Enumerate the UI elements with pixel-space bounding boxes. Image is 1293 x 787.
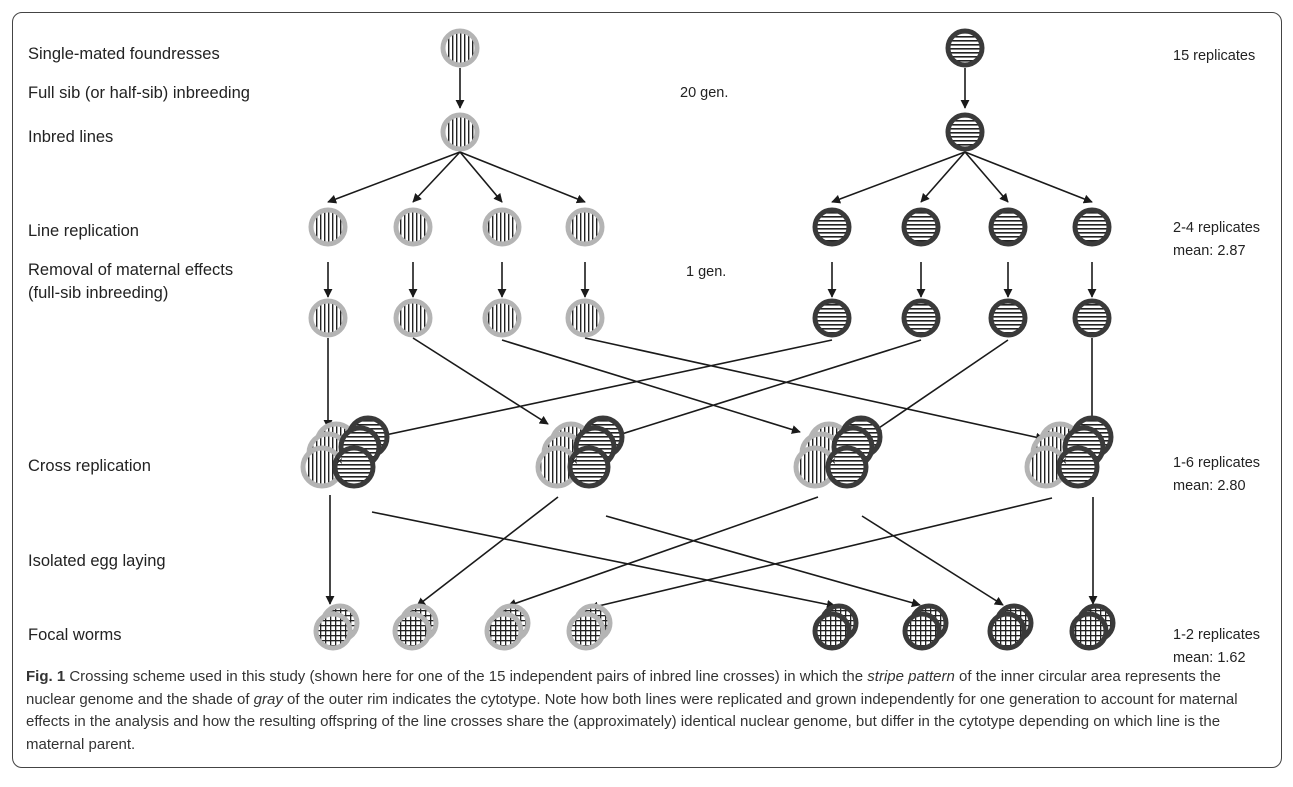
arrow-line-replication-dark-3 xyxy=(964,151,1009,203)
focal-light-front xyxy=(566,611,606,651)
line-replicate-light-4 xyxy=(565,207,605,247)
label-maternal-effects: Removal of maternal effects xyxy=(28,261,234,279)
arrow-egg-3 xyxy=(416,496,559,607)
caption-italic-stripe: stripe pattern xyxy=(867,668,955,685)
cross-symbol: × xyxy=(336,454,343,468)
arrow-cross-light-2 xyxy=(412,337,549,425)
arrow-line-replication-dark-4 xyxy=(964,151,1093,204)
focal-worm-dark-2 xyxy=(902,603,949,651)
caption-figure-number: Fig. 1 xyxy=(26,668,66,685)
inbred-line-light-node xyxy=(440,112,480,152)
replicates-focal-mean: mean: 1.62 xyxy=(1173,650,1246,666)
cross-symbol: × xyxy=(1060,454,1067,468)
focal-worm-dark-3 xyxy=(987,603,1034,651)
line-replicate-light-1 xyxy=(308,207,348,247)
cross-cluster-4: × xyxy=(1024,415,1114,489)
replicates-line: 2-4 replicates xyxy=(1173,220,1261,236)
line-replicate-light-2 xyxy=(393,207,433,247)
arrow-egg-5 xyxy=(507,496,819,608)
foundress-light-node xyxy=(440,28,480,68)
label-inbred-lines: Inbred lines xyxy=(28,128,114,146)
node-layer: × × × × xyxy=(300,28,1116,651)
line-replicate-dark-4 xyxy=(1072,207,1112,247)
cross-cluster-2: × xyxy=(535,415,625,489)
focal-dark-front xyxy=(987,611,1027,651)
arrow-line-replication-light-1 xyxy=(327,151,461,204)
line-replicate-dark-1 xyxy=(812,207,852,247)
label-line-replication: Line replication xyxy=(28,222,139,240)
sib-generation-dark-3 xyxy=(988,298,1028,338)
focal-worm-light-1 xyxy=(313,603,360,651)
label-full-sib: (full-sib inbreeding) xyxy=(28,284,169,302)
cross-dark-front xyxy=(332,445,376,489)
line-replicate-dark-3 xyxy=(988,207,1028,247)
caption-text-2: of the inner circular area represents th… xyxy=(26,668,1221,708)
focal-worm-dark-1 xyxy=(812,603,859,651)
arrow-cross-dark-1 xyxy=(375,339,833,440)
focal-worm-light-4 xyxy=(566,603,613,651)
sib-generation-dark-2 xyxy=(901,298,941,338)
focal-light-front xyxy=(484,611,524,651)
replicates-line-mean: mean: 2.87 xyxy=(1173,243,1246,259)
arrow-line-replication-light-2 xyxy=(412,151,461,203)
gen-note-20: 20 gen. xyxy=(680,85,729,101)
sib-generation-dark-1 xyxy=(812,298,852,338)
arrow-egg-2 xyxy=(371,511,836,609)
arrow-cross-dark-3 xyxy=(872,339,1009,433)
caption-italic-gray: gray xyxy=(253,690,283,708)
sib-generation-dark-4 xyxy=(1072,298,1112,338)
arrow-cross-light-3 xyxy=(501,339,801,434)
arrow-line-replication-dark-1 xyxy=(831,151,966,204)
cross-dark-front xyxy=(567,445,611,489)
gen-note-1: 1 gen. xyxy=(686,264,727,280)
arrow-line-replication-dark-2 xyxy=(920,151,966,203)
line-replicate-light-3 xyxy=(482,207,522,247)
foundress-dark-node xyxy=(945,28,985,68)
arrow-cross-dark-2 xyxy=(608,339,922,440)
focal-light-front xyxy=(313,611,353,651)
sib-generation-light-2 xyxy=(393,298,433,338)
focal-worm-dark-4 xyxy=(1069,603,1116,651)
sib-generation-light-4 xyxy=(565,298,605,338)
arrow-egg-4 xyxy=(605,515,921,608)
label-focal-worms: Focal worms xyxy=(28,626,122,644)
caption-text-1: Crossing scheme used in this study (show… xyxy=(65,668,868,685)
figure-frame xyxy=(12,12,1282,768)
replicates-cross: 1-6 replicates xyxy=(1173,455,1261,471)
label-foundresses: Single-mated foundresses xyxy=(28,45,220,63)
replicates-foundresses: 15 replicates xyxy=(1173,48,1256,64)
cross-dark-front xyxy=(1056,445,1100,489)
arrow-line-replication-light-4 xyxy=(459,151,586,204)
label-egg-laying: Isolated egg laying xyxy=(28,552,166,570)
focal-worm-light-3 xyxy=(484,603,531,651)
figure-caption: Fig. 1 Crossing scheme used in this stud… xyxy=(26,666,1271,756)
cross-dark-front xyxy=(825,445,869,489)
focal-light-front xyxy=(392,611,432,651)
sib-generation-light-1 xyxy=(308,298,348,338)
label-cross-replication: Cross replication xyxy=(28,457,151,475)
replicates-cross-mean: mean: 2.80 xyxy=(1173,478,1246,494)
sib-generation-light-3 xyxy=(482,298,522,338)
arrow-egg-6 xyxy=(861,515,1004,606)
focal-worm-light-2 xyxy=(392,603,439,651)
cross-symbol: × xyxy=(829,454,836,468)
caption-text-3: of the outer rim indicates the cytotype.… xyxy=(26,690,1238,753)
arrow-egg-7 xyxy=(589,497,1053,611)
cross-symbol: × xyxy=(571,454,578,468)
line-replicate-dark-2 xyxy=(901,207,941,247)
cross-cluster-1: × xyxy=(300,415,390,489)
label-inbreeding: Full sib (or half-sib) inbreeding xyxy=(28,84,250,102)
arrow-cross-light-4 xyxy=(584,337,1045,442)
cross-cluster-3: × xyxy=(793,415,883,489)
focal-dark-front xyxy=(812,611,852,651)
focal-dark-front xyxy=(902,611,942,651)
inbred-line-dark-node xyxy=(945,112,985,152)
focal-dark-front xyxy=(1069,611,1109,651)
arrow-line-replication-light-3 xyxy=(459,151,503,203)
replicates-focal: 1-2 replicates xyxy=(1173,627,1261,643)
arrow-layer xyxy=(323,68,1098,611)
